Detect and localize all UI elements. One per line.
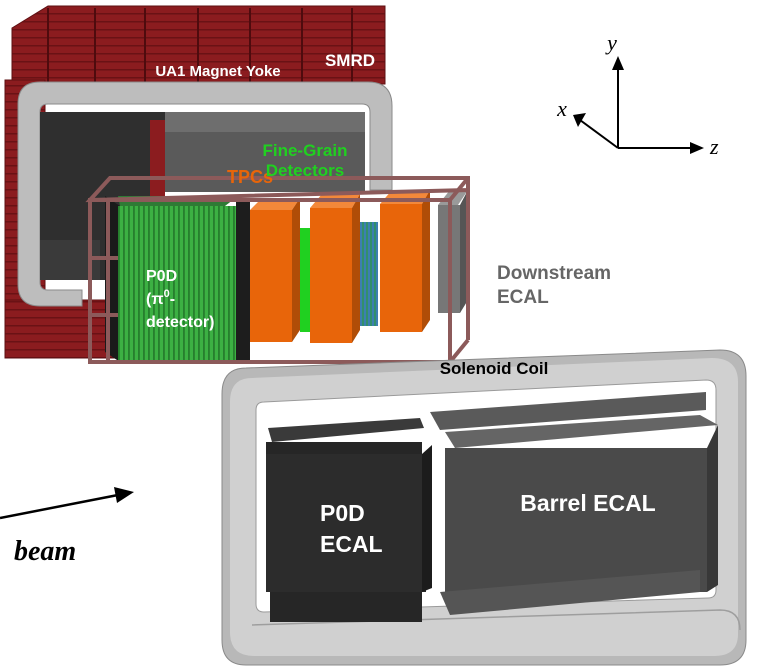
beam-arrow [0, 487, 134, 520]
basket-frame [85, 176, 470, 364]
tpc-3 [380, 204, 422, 332]
axis-label-z: z [709, 134, 719, 159]
p0d-ecal [266, 418, 432, 622]
axis-label-y: y [605, 30, 617, 55]
label-p0d-line2: (π0- [146, 288, 175, 308]
p0d-block [118, 206, 238, 362]
label-p0d-ecal-line1: P0D [320, 500, 365, 526]
label-beam: beam [14, 536, 76, 567]
label-barrel-ecal: Barrel ECAL [520, 490, 655, 516]
label-tpcs: TPCs [227, 167, 273, 187]
label-fgd-line2: Detectors [266, 161, 344, 180]
axis-label-x: x [556, 96, 567, 121]
barrel-ecal [430, 392, 718, 615]
tpc-1 [250, 210, 292, 342]
label-p0d-line1: P0D [146, 268, 177, 285]
tpc-2 [310, 208, 352, 343]
inner-detectors [105, 190, 468, 362]
label-p0d-line3: detector) [146, 314, 214, 331]
label-p0d-ecal-line2: ECAL [320, 531, 383, 557]
label-magnet-yoke: UA1 Magnet Yoke [155, 63, 280, 80]
coordinate-axes [573, 56, 704, 154]
label-ds-ecal-line1: Downstream [497, 263, 611, 284]
fgd-2 [360, 222, 378, 326]
label-smrd: SMRD [325, 51, 375, 70]
label-ds-ecal-line2: ECAL [497, 287, 549, 308]
label-solenoid-coil: Solenoid Coil [440, 359, 549, 378]
label-fgd-line1: Fine-Grain [262, 141, 347, 160]
